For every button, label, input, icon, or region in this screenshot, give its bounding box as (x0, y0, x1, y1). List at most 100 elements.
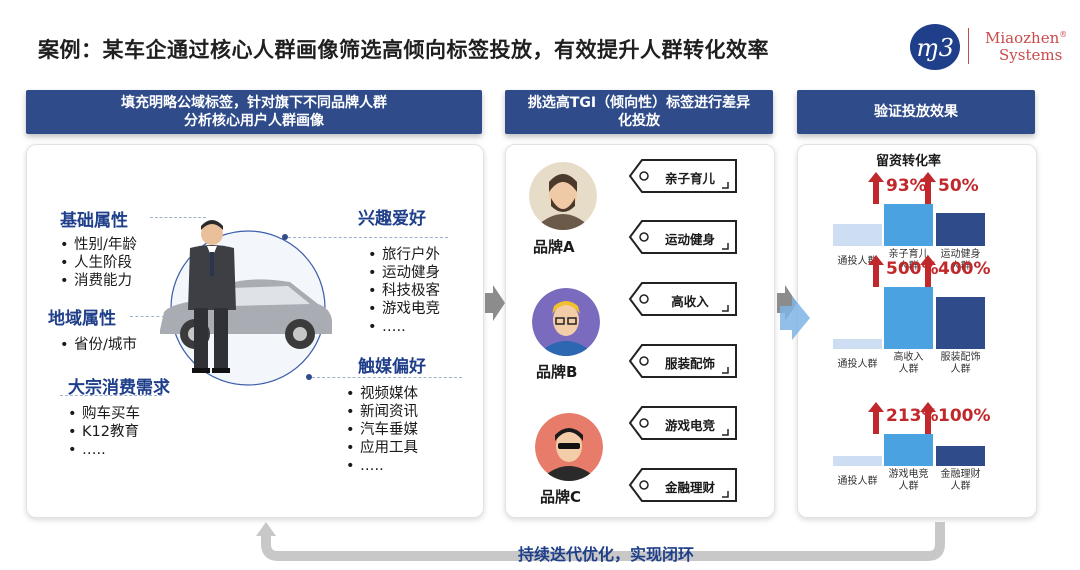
connector-line (60, 395, 162, 396)
list-item: 汽车垂媒 (346, 421, 418, 439)
brand-c-avatar-icon (535, 413, 603, 481)
list-item: 运动健身 (368, 264, 440, 282)
category-label: 通投人群 (837, 256, 878, 267)
brand-b-avatar-icon (532, 288, 600, 356)
category-label: 游戏电竞人群 (888, 469, 929, 492)
chart-bar (833, 455, 882, 466)
category-label: 运动健身人群 (940, 249, 981, 272)
chart-bar (936, 445, 985, 466)
tag-label: 高收入 (671, 294, 709, 309)
arrow-right-icon (780, 296, 810, 340)
tag-chip: 亲子育儿 (628, 158, 740, 198)
chart-bar (884, 434, 933, 466)
category-consumption-list: 购车买车 K12教育 ….. (68, 405, 140, 459)
loop-caption: 持续迭代优化，实现闭环 (518, 545, 695, 564)
chart-title: 留资转化率 (876, 154, 942, 169)
tag-label: 游戏电竞 (664, 418, 715, 433)
tag-shape-icon (628, 159, 737, 193)
list-item: 省份/城市 (60, 336, 137, 354)
uplift-arrow-icon (920, 255, 936, 287)
tag-chip: 金融理财 (628, 467, 740, 507)
category-basic-title: 基础属性 (60, 211, 128, 231)
category-basic-list: 性别/年龄 人生阶段 消费能力 (60, 236, 137, 290)
tag-chip: 服装配饰 (628, 343, 740, 383)
connector-dot (306, 374, 312, 380)
list-item: 购车买车 (68, 405, 140, 423)
connector-line (312, 377, 462, 378)
tag-label: 金融理财 (664, 480, 715, 495)
tag-chip: 游戏电竞 (628, 405, 740, 445)
category-media-title: 触媒偏好 (358, 357, 426, 377)
logo-divider (968, 28, 969, 64)
brand-a-avatar-icon (529, 162, 597, 230)
tag-label: 亲子育儿 (664, 171, 715, 186)
brand-c-label: 品牌C (540, 488, 582, 506)
tag-chip: 运动健身 (628, 219, 740, 259)
uplift-arrow-icon (920, 402, 936, 434)
tag-shape-icon (628, 344, 737, 378)
category-region-list: 省份/城市 (60, 336, 137, 354)
list-item: 科技极客 (368, 282, 440, 300)
uplift-arrow-icon (868, 255, 884, 287)
category-label: 服装配饰人群 (940, 352, 981, 375)
section1-header: 填充明略公域标签，针对旗下不同品牌人群分析核心用户人群画像 (26, 90, 482, 134)
uplift-percent: 400% (938, 259, 991, 279)
list-item: 视频媒体 (346, 385, 418, 403)
tag-shape-icon (628, 406, 737, 440)
list-item: 游戏电竞 (368, 300, 440, 318)
logo-wordmark: Miaozhen® Systems (985, 29, 1068, 64)
chart-bar (833, 224, 882, 246)
uplift-arrow-icon (920, 172, 936, 204)
tag-label: 运动健身 (664, 232, 715, 247)
category-media-list: 视频媒体 新闻资讯 汽车垂媒 应用工具 ….. (346, 385, 418, 475)
uplift-arrow-icon (868, 172, 884, 204)
chart-bar (884, 287, 933, 349)
category-consumption-title: 大宗消费需求 (68, 378, 170, 398)
uplift-arrow-icon (868, 402, 884, 434)
category-label: 通投人群 (837, 476, 878, 487)
loop-arrow-icon (256, 522, 945, 561)
svg-text:ɱ3: ɱ3 (916, 34, 954, 62)
list-item: K12教育 (68, 423, 140, 441)
tag-shape-icon (628, 282, 737, 316)
chart-bar (936, 213, 985, 246)
list-item: ….. (368, 318, 440, 336)
section3-header: 验证投放效果 (797, 90, 1035, 134)
list-item: 新闻资讯 (346, 403, 418, 421)
category-label: 高收入人群 (893, 352, 924, 375)
category-region-title: 地域属性 (48, 309, 116, 329)
list-item: ….. (346, 457, 418, 475)
connector-line (130, 316, 170, 317)
uplift-percent: 100% (938, 406, 991, 426)
connector-line (288, 237, 448, 238)
miaozhen-logo-icon: ɱ3 (910, 24, 960, 70)
uplift-percent: 93% (886, 176, 927, 196)
chart-bar (884, 204, 933, 246)
connector-dot (282, 234, 288, 240)
category-interest-title: 兴趣爱好 (358, 209, 426, 229)
tag-shape-icon (628, 220, 737, 254)
category-label: 亲子育儿人群 (888, 249, 929, 272)
section2-header: 挑选高TGI（倾向性）标签进行差异化投放 (505, 90, 773, 134)
list-item: 应用工具 (346, 439, 418, 457)
category-label: 通投人群 (837, 359, 878, 370)
list-item: 性别/年龄 (60, 236, 137, 254)
chart-bar (833, 338, 882, 349)
arrow-right-icon (485, 285, 505, 321)
brand-a-label: 品牌A (533, 238, 575, 256)
tag-chip: 高收入 (628, 281, 740, 321)
chart-bar (936, 297, 985, 349)
page-title: 案例：某车企通过核心人群画像筛选高倾向标签投放，有效提升人群转化效率 (38, 38, 769, 62)
category-label: 金融理财人群 (940, 469, 981, 492)
uplift-percent: 50% (938, 176, 979, 196)
brand-b-label: 品牌B (536, 363, 578, 381)
connector-line (150, 217, 206, 218)
category-interest-list: 旅行户外 运动健身 科技极客 游戏电竞 ….. (368, 246, 440, 336)
list-item: 旅行户外 (368, 246, 440, 264)
list-item: ….. (68, 441, 140, 459)
list-item: 人生阶段 (60, 254, 137, 272)
car-owner-illustration (160, 220, 332, 386)
list-item: 消费能力 (60, 272, 137, 290)
tag-shape-icon (628, 468, 737, 502)
tag-label: 服装配饰 (664, 356, 715, 371)
